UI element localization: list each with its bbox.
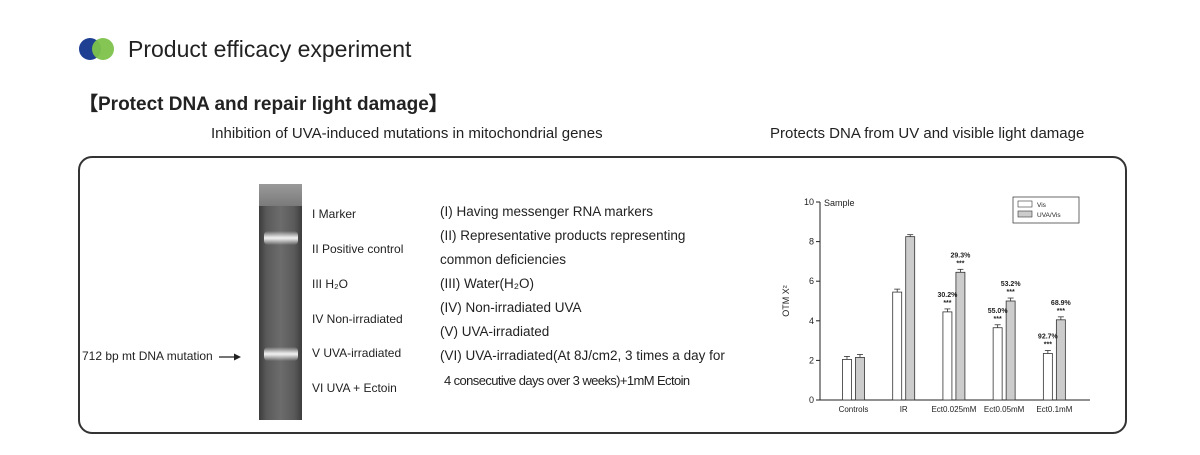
description-line-8: 4 consecutive days over 3 weeks)+1mM Ect… (444, 373, 690, 388)
annotation-percent: 68.9% (1051, 300, 1072, 307)
lane-label-3: III H₂O (312, 277, 348, 291)
annotation-percent: 30.2% (937, 292, 958, 299)
lane-label-2: II Positive control (312, 242, 404, 256)
description-line-7: (VI) UVA-irradiated(At 8J/cm2, 3 times a… (440, 348, 725, 363)
annotation-percent: 92.7% (1038, 334, 1059, 341)
lane-label-5: V UVA-irradiated (312, 346, 402, 360)
bar-uva-vis (855, 357, 865, 401)
y-axis-label: OTM X² (781, 285, 791, 317)
description-line-6: (V) UVA-irradiated (440, 324, 550, 339)
y-tick-label: 8 (809, 237, 814, 247)
y-tick-label: 4 (809, 316, 814, 326)
bar-uva-vis (1055, 319, 1066, 401)
annotation-significance: *** (956, 260, 964, 267)
description-line-1: (I) Having messenger RNA markers (440, 204, 654, 219)
x-tick-label: Controls (839, 405, 869, 414)
legend-swatch (1017, 200, 1033, 208)
x-tick-label: Ect0.1mM (1036, 405, 1072, 414)
section-title: Product efficacy experiment (128, 36, 412, 62)
mutation-label: 712 bp mt DNA mutation (82, 349, 242, 363)
subtitle: 【Protect DNA and repair light damage】 (79, 94, 448, 115)
legend-label: Vis (1037, 202, 1047, 209)
left-caption: Inhibition of UVA-induced mutations in m… (211, 125, 603, 142)
lane-label-6: VI UVA + Ectoin (312, 381, 397, 395)
right-caption: Protects DNA from UV and visible light d… (770, 125, 1085, 142)
mutation-label-text: 712 bp mt DNA mutation (82, 349, 213, 363)
annotation-significance: *** (1057, 308, 1065, 315)
gel-band-positive-control (264, 231, 298, 245)
x-tick-label: Ect0.025mM (931, 405, 976, 414)
x-tick-label: IR (900, 405, 908, 414)
annotation-percent: 55.0% (988, 308, 1009, 315)
y-tick-label: 0 (809, 395, 814, 405)
arrow-right-icon (219, 353, 242, 361)
description-line-4: (III) Water(H₂O) (440, 276, 534, 291)
y-tick-label: 6 (809, 276, 814, 286)
bar-vis (842, 359, 852, 401)
annotation-significance: *** (1044, 342, 1052, 349)
lane-label-1: I Marker (312, 207, 357, 221)
gel-image (259, 184, 302, 420)
lane-label-4: IV Non-irradiated (312, 312, 403, 326)
description-line-3: common deficiencies (440, 252, 567, 267)
annotation-significance: *** (994, 316, 1002, 323)
gel-marker-band (259, 184, 302, 206)
x-tick-label: Ect0.05mM (984, 405, 1025, 414)
legend-label: UVA/Vis (1037, 212, 1061, 219)
annotation-significance: *** (943, 300, 951, 307)
bar-uva-vis (955, 271, 966, 401)
brand-dot-green-icon (92, 38, 114, 60)
legend-swatch (1017, 210, 1033, 218)
bar-uva-vis (1005, 300, 1016, 401)
annotation-percent: 53.2% (1001, 281, 1022, 288)
chart-title: Sample (824, 198, 855, 208)
bar-vis (1042, 353, 1053, 401)
description-line-2: (II) Representative products representin… (440, 228, 686, 243)
gel-band-uva-irradiated (264, 347, 298, 361)
description-line-5: (IV) Non-irradiated UVA (440, 300, 582, 315)
y-tick-label: 10 (804, 197, 814, 207)
bar-uva-vis (905, 236, 916, 401)
annotation-significance: *** (1007, 289, 1015, 296)
annotation-percent: 29.3% (950, 252, 971, 259)
bar-vis (992, 327, 1003, 401)
y-tick-label: 2 (809, 355, 814, 365)
bar-vis (892, 291, 903, 401)
bar-vis (942, 311, 953, 401)
